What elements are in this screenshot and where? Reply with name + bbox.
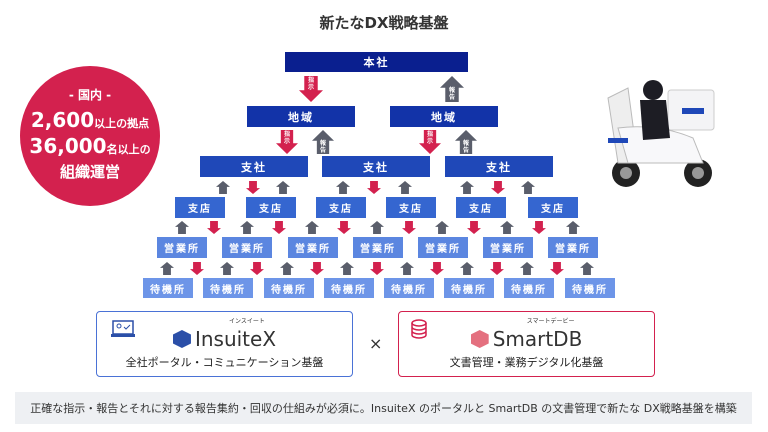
- node-store: 支店: [246, 197, 296, 218]
- node-store: 支店: [175, 197, 225, 218]
- report-label: 報告: [462, 140, 469, 155]
- stats-people-number: 36,000: [29, 134, 107, 158]
- report-label: 報告: [448, 86, 455, 101]
- report-label: 報告: [319, 140, 326, 155]
- report-arrow-icon: [580, 262, 594, 275]
- instruct-arrow-icon: [190, 262, 204, 275]
- instruct-arrow-icon: [207, 221, 221, 234]
- report-arrow-icon: [520, 262, 534, 275]
- database-icon: [411, 319, 427, 339]
- instruct-arrow-icon: [402, 221, 416, 234]
- instruct-arrow-icon: [246, 181, 260, 194]
- node-store: 支店: [528, 197, 578, 218]
- instruct-arrow-icon: [367, 181, 381, 194]
- stats-people-text: 名以上の: [106, 143, 151, 156]
- report-arrow-icon: [460, 262, 474, 275]
- node-standby: 待機所: [565, 278, 615, 298]
- report-arrow-icon: [216, 181, 230, 194]
- smartdb-card: スマートデービー SmartDB 文書管理・業務デジタル化基盤: [398, 311, 655, 377]
- report-arrow-icon: [276, 181, 290, 194]
- report-arrow-icon: [398, 181, 412, 194]
- insuitex-description: 全社ポータル・コミュニケーション基盤: [125, 356, 324, 369]
- node-standby: 待機所: [504, 278, 554, 298]
- report-arrow-icon: [340, 262, 354, 275]
- node-office: 営業所: [288, 237, 338, 258]
- node-store: 支店: [386, 197, 436, 218]
- report-arrow-icon: [521, 181, 535, 194]
- node-office: 営業所: [418, 237, 468, 258]
- instruct-arrow-icon: [299, 76, 323, 102]
- node-office: 営業所: [222, 237, 272, 258]
- node-standby: 待機所: [264, 278, 314, 298]
- node-office: 営業所: [353, 237, 403, 258]
- report-arrow-icon: [312, 130, 334, 154]
- stats-badge: - 国内 - 2,600以上の拠点 36,000名以上の 組織運営: [20, 66, 160, 206]
- report-arrow-icon: [370, 221, 384, 234]
- instruct-label: 指示: [426, 131, 433, 145]
- instruct-arrow-icon: [276, 130, 298, 154]
- node-office: 営業所: [483, 237, 533, 258]
- instruct-arrow-icon: [370, 262, 384, 275]
- report-arrow-icon: [455, 130, 477, 154]
- node-standby: 待機所: [384, 278, 434, 298]
- instruct-label: 指示: [283, 131, 290, 145]
- node-region: 地域: [247, 106, 355, 127]
- node-branch: 支社: [200, 156, 308, 177]
- node-branch: 支社: [322, 156, 430, 177]
- report-arrow-icon: [435, 221, 449, 234]
- instruct-arrow-icon: [550, 262, 564, 275]
- scooter-illustration: [607, 80, 715, 187]
- instruct-arrow-icon: [272, 221, 286, 234]
- report-arrow-icon: [440, 76, 464, 102]
- node-store: 支店: [456, 197, 506, 218]
- instruct-arrow-icon: [491, 181, 505, 194]
- instruct-arrow-icon: [310, 262, 324, 275]
- insuitex-card: インスイート InsuiteX 全社ポータル・コミュニケーション基盤: [96, 311, 353, 377]
- report-arrow-icon: [400, 262, 414, 275]
- report-arrow-icon: [336, 181, 350, 194]
- stats-sites-text: 以上の拠点: [94, 117, 150, 130]
- instruct-arrow-icon: [419, 130, 441, 154]
- report-arrow-icon: [175, 221, 189, 234]
- node-standby: 待機所: [203, 278, 253, 298]
- smartdb-description: 文書管理・業務デジタル化基盤: [449, 356, 604, 369]
- smartdb-name: SmartDB: [492, 327, 583, 351]
- node-office: 営業所: [157, 237, 207, 258]
- instruct-label: 指示: [307, 77, 314, 91]
- report-arrow-icon: [566, 221, 580, 234]
- node-standby: 待機所: [143, 278, 193, 298]
- node-standby: 待機所: [324, 278, 374, 298]
- node-standby: 待機所: [444, 278, 494, 298]
- summary-note: 正確な指示・報告とそれに対する報告集約・回収の仕組みが必須に。InsuiteX …: [15, 392, 752, 424]
- report-arrow-icon: [220, 262, 234, 275]
- smartdb-kana: スマートデービー: [526, 318, 575, 325]
- stats-sites-number: 2,600: [30, 108, 95, 132]
- report-arrow-icon: [460, 181, 474, 194]
- report-arrow-icon: [240, 221, 254, 234]
- report-arrow-icon: [160, 262, 174, 275]
- node-office: 営業所: [548, 237, 598, 258]
- smartdb-logo: スマートデービー SmartDB: [399, 318, 654, 351]
- instruct-arrow-icon: [250, 262, 264, 275]
- insuitex-logo: インスイート InsuiteX: [97, 318, 352, 351]
- instruct-arrow-icon: [337, 221, 351, 234]
- node-region: 地域: [390, 106, 498, 127]
- insuitex-kana: インスイート: [228, 318, 265, 325]
- insuitex-name: InsuiteX: [194, 327, 277, 351]
- stats-region: - 国内 -: [68, 88, 112, 102]
- node-store: 支店: [316, 197, 366, 218]
- instruct-arrow-icon: [532, 221, 546, 234]
- page-title: 新たなDX戦略基盤: [319, 14, 449, 32]
- instruct-arrow-icon: [467, 221, 481, 234]
- instruct-arrow-icon: [430, 262, 444, 275]
- times-symbol: ×: [369, 334, 383, 353]
- stats-org: 組織運営: [59, 163, 120, 181]
- report-arrow-icon: [280, 262, 294, 275]
- report-arrow-icon: [305, 221, 319, 234]
- report-arrow-icon: [500, 221, 514, 234]
- instruct-arrow-icon: [490, 262, 504, 275]
- portal-icon: [111, 320, 135, 337]
- node-branch: 支社: [445, 156, 553, 177]
- node-hq: 本社: [285, 52, 468, 72]
